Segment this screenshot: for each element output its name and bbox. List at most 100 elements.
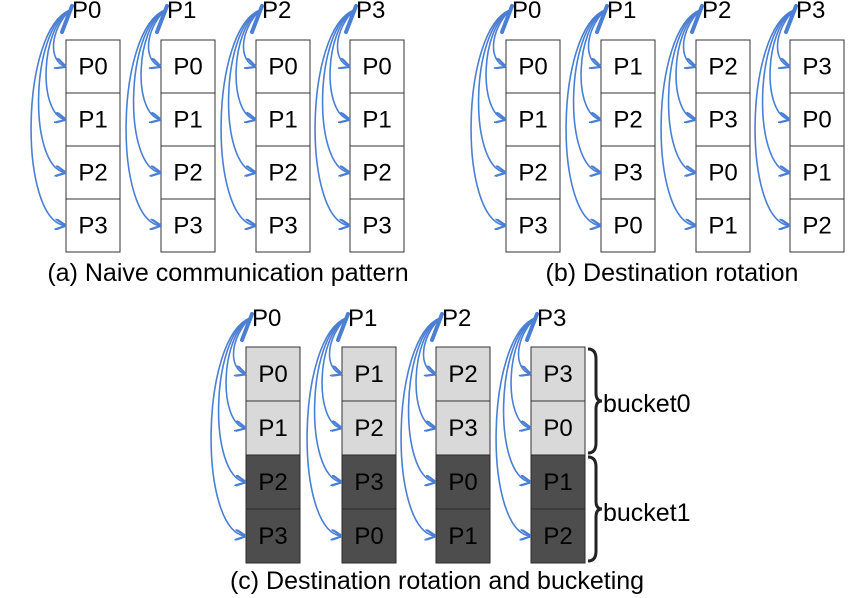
destination-label: P2: [268, 160, 297, 187]
destination-label: P1: [543, 469, 572, 496]
sender-label: P3: [537, 305, 566, 332]
destination-cell: [505, 198, 561, 253]
destination-label: P1: [258, 415, 287, 442]
destination-label: P3: [802, 54, 831, 81]
destination-cell: [65, 145, 121, 200]
destination-label: P3: [78, 213, 107, 240]
sender-label: P3: [796, 0, 825, 24]
destination-label: P3: [448, 415, 477, 442]
send-arrow: [580, 9, 606, 120]
destination-label: P1: [354, 361, 383, 388]
bucket-bracket: [587, 347, 603, 455]
destination-label: P1: [268, 107, 297, 134]
send-arrow: [485, 9, 511, 120]
send-arrow: [313, 317, 347, 482]
send-arrow: [147, 9, 166, 67]
destination-label: P3: [543, 361, 572, 388]
send-arrow: [769, 9, 795, 120]
arrow-origin: [525, 312, 539, 342]
bucket0-label: bucket0: [603, 390, 691, 418]
send-arrow: [517, 317, 536, 374]
destination-label: P3: [362, 213, 391, 240]
destination-cell: [530, 400, 586, 456]
send-arrow: [336, 9, 355, 67]
destination-label: P2: [354, 415, 383, 442]
destination-label: P0: [543, 415, 572, 442]
sender-label: P2: [702, 0, 731, 24]
sender-label: P0: [72, 0, 101, 24]
destination-label: P3: [708, 107, 737, 134]
send-arrow: [306, 317, 347, 536]
send-arrow: [232, 317, 251, 374]
send-arrow: [45, 9, 71, 120]
destination-cell: [505, 145, 561, 200]
destination-cell: [789, 39, 845, 94]
send-arrow: [470, 9, 511, 226]
send-arrow: [495, 317, 536, 536]
destination-label: P3: [268, 213, 297, 240]
send-arrow: [682, 9, 701, 67]
destination-cell: [65, 39, 121, 94]
destination-cell: [435, 346, 491, 402]
caption-b: (b) Destination rotation: [546, 259, 799, 287]
send-arrow: [37, 9, 71, 173]
destination-cell: [435, 400, 491, 456]
send-arrow: [400, 317, 441, 536]
arrow-origin: [336, 312, 350, 342]
send-arrow: [415, 317, 441, 428]
destination-cell: [435, 454, 491, 510]
destination-cell: [255, 198, 311, 253]
sender-label: P2: [442, 305, 471, 332]
destination-label: P2: [258, 469, 287, 496]
bucket1-label: bucket1: [603, 499, 691, 527]
destination-cell: [255, 92, 311, 147]
destination-label: P3: [354, 469, 383, 496]
destination-cell: [600, 198, 656, 253]
destination-label: P1: [448, 523, 477, 550]
sender-label: P1: [607, 0, 636, 24]
sender-label: P1: [348, 305, 377, 332]
sender-label: P1: [167, 0, 196, 24]
destination-label: P2: [448, 361, 477, 388]
destination-cell: [530, 454, 586, 510]
send-arrow: [565, 9, 606, 226]
arrow-origin: [595, 4, 609, 34]
send-arrow: [587, 9, 606, 67]
sender-label: P2: [262, 0, 291, 24]
send-arrow: [52, 9, 71, 67]
arrow-origin: [500, 4, 514, 34]
destination-cell: [789, 145, 845, 200]
destination-label: P3: [258, 523, 287, 550]
destination-label: P1: [362, 107, 391, 134]
send-arrow: [477, 9, 511, 173]
send-arrow: [217, 317, 251, 482]
destination-label: P1: [173, 107, 202, 134]
destination-cell: [65, 198, 121, 253]
send-arrow: [667, 9, 701, 173]
destination-label: P3: [518, 213, 547, 240]
destination-cell: [341, 346, 397, 402]
destination-label: P3: [613, 160, 642, 187]
send-arrow: [776, 9, 795, 67]
send-arrow: [227, 9, 261, 173]
destination-cell: [245, 508, 301, 564]
destination-cell: [349, 92, 405, 147]
send-arrow: [510, 317, 536, 428]
send-arrow: [220, 9, 261, 226]
destination-label: P2: [362, 160, 391, 187]
send-arrow: [30, 9, 71, 226]
destination-label: P0: [258, 361, 287, 388]
send-arrow: [140, 9, 166, 120]
send-arrow: [754, 9, 795, 226]
